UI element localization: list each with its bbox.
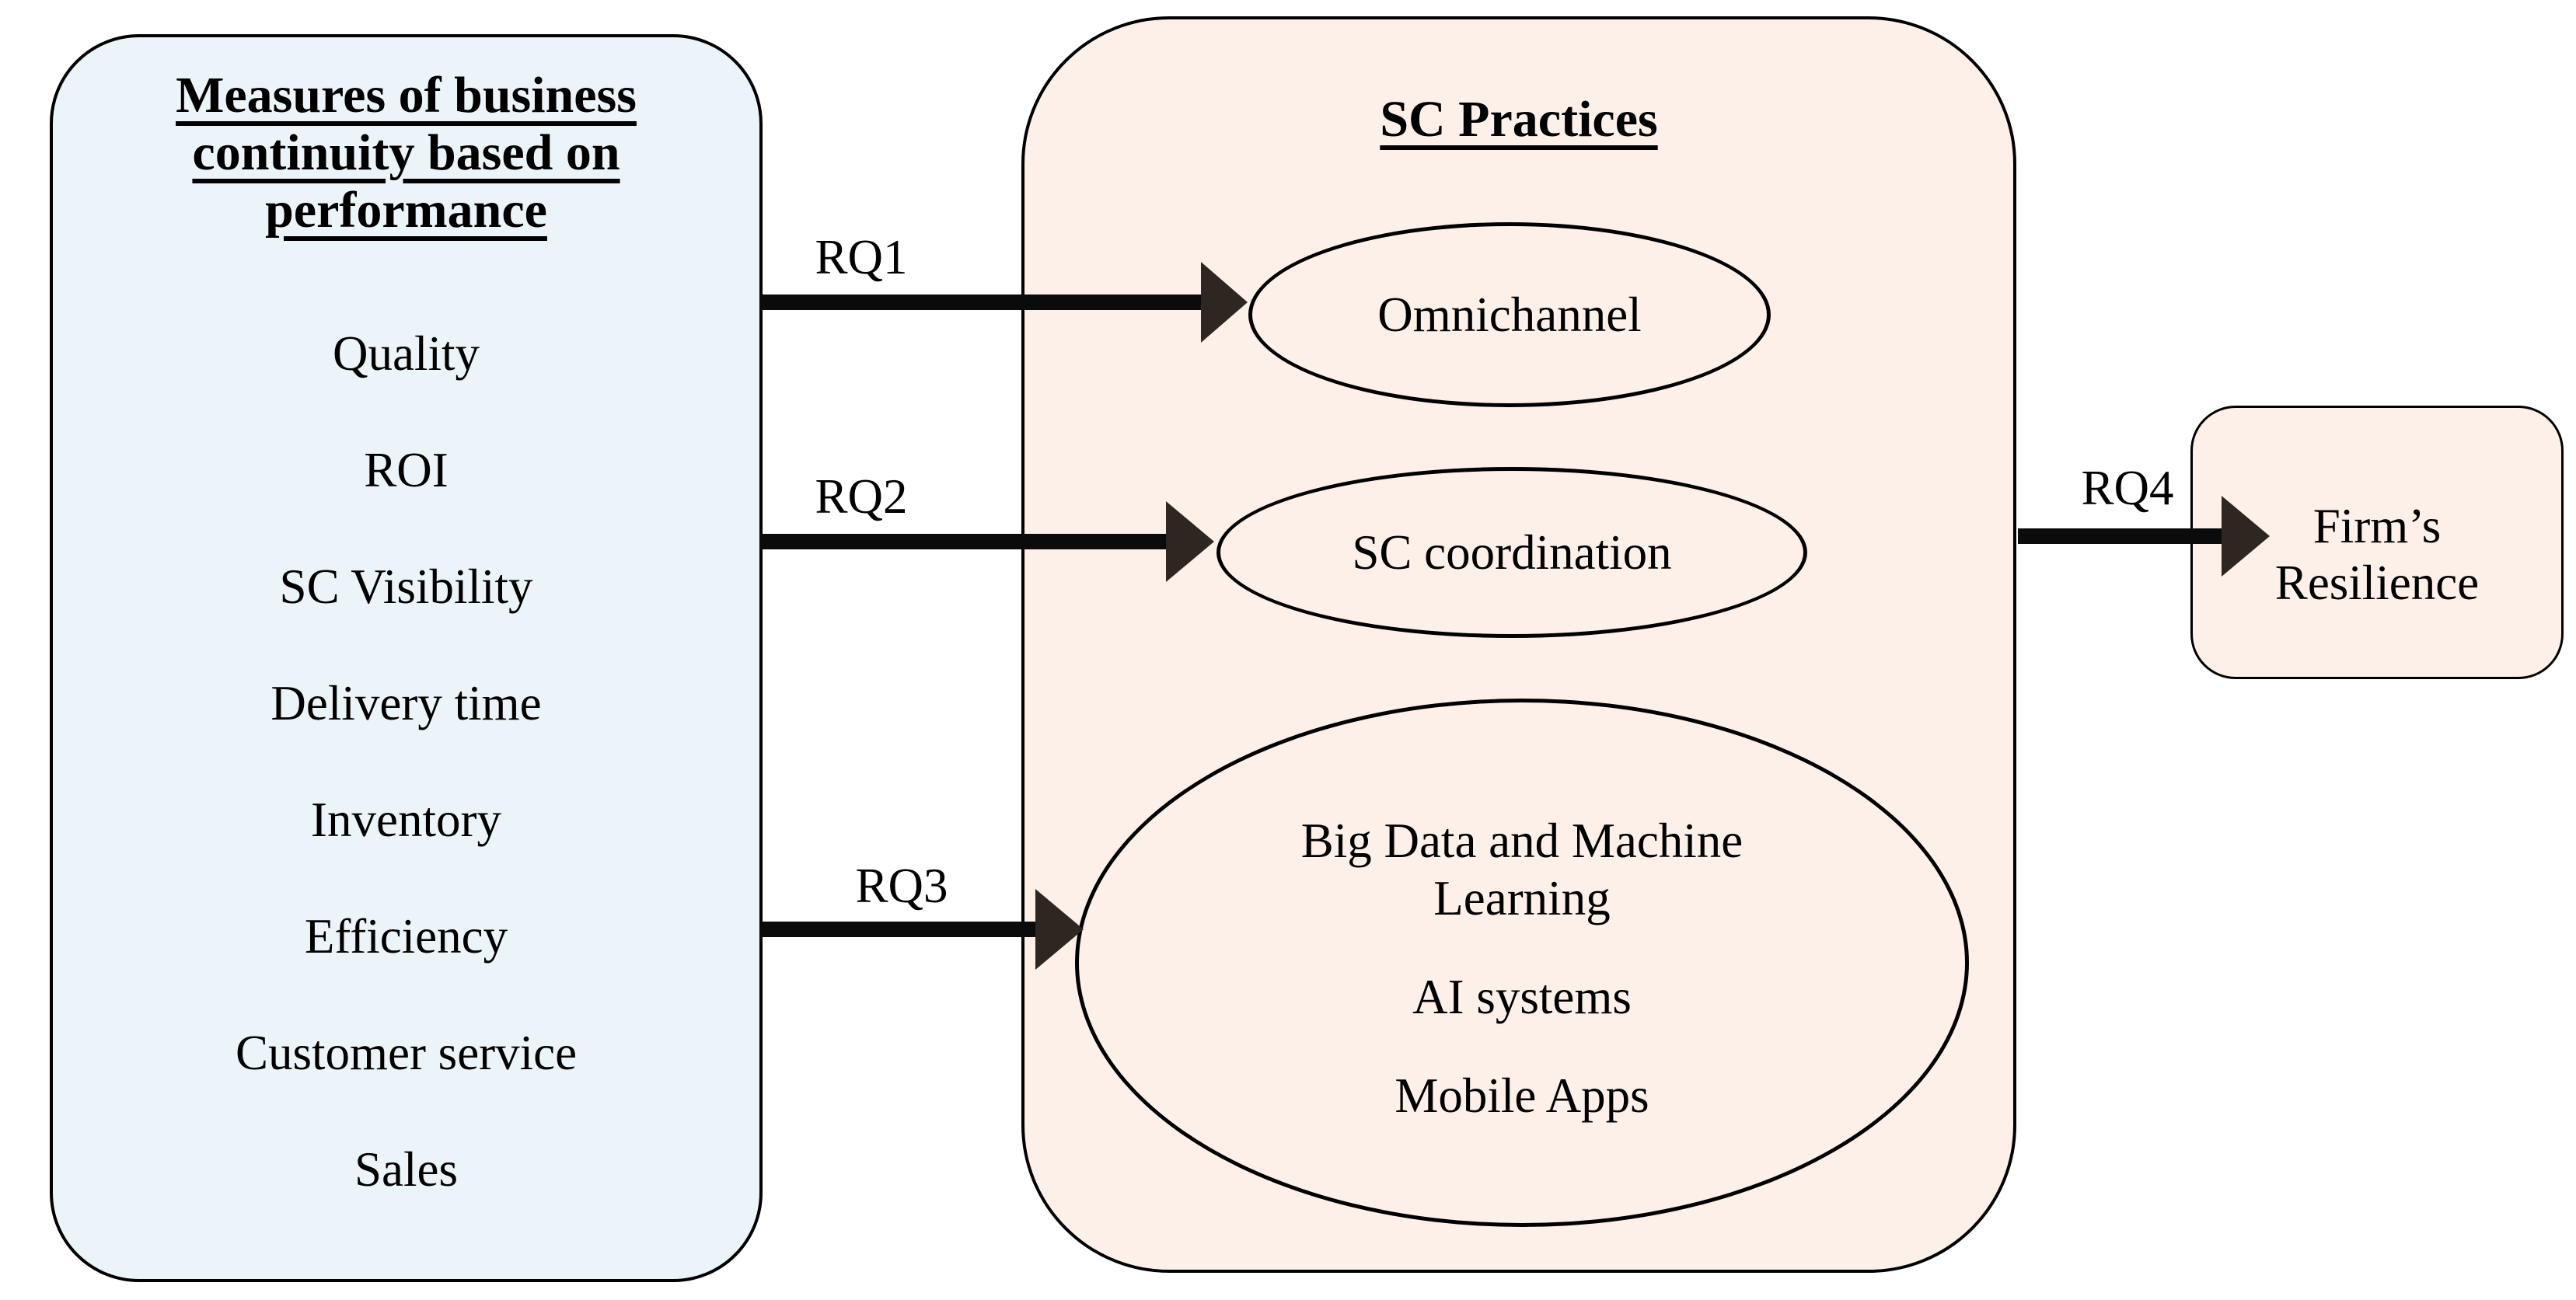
firms-resilience-box: Firm’s Resilience [2190,406,2564,679]
digital-tech-line: Big Data and Machine [1300,814,1744,868]
measure-item-quality: Quality [333,326,480,381]
measures-title-line: continuity based on [192,124,620,181]
rq2-label: RQ2 [815,469,908,524]
measure-item-delivery-time: Delivery time [271,676,542,730]
digital-tech-ellipse: Big Data and Machine Learning AI systems… [1075,699,1969,1227]
measure-item-sales: Sales [354,1142,458,1197]
sc-coordination-ellipse: SC coordination [1216,467,1807,638]
measures-title-line: performance [265,182,547,239]
firms-resilience-label: Firm’s Resilience [2274,499,2480,610]
sc-coordination-label: SC coordination [1352,525,1672,580]
sc-practices-box: SC Practices Omnichannel SC coordination… [1021,16,2016,1273]
measures-box-title: Measures of business continuity based on… [53,67,759,239]
measures-title-line: Measures of business [176,67,637,124]
measure-item-inventory: Inventory [311,793,501,847]
omnichannel-ellipse: Omnichannel [1248,222,1771,407]
measures-box: Measures of business continuity based on… [50,34,763,1282]
digital-tech-line: AI systems [1412,970,1632,1024]
measure-item-roi: ROI [364,443,449,497]
sc-practices-title: SC Practices [1380,91,1658,148]
measure-item-customer-service: Customer service [235,1026,578,1080]
omnichannel-label: Omnichannel [1377,288,1642,342]
rq4-label: RQ4 [2081,461,2174,515]
rq1-label: RQ1 [815,230,908,284]
rq3-label: RQ3 [855,859,948,913]
digital-tech-line: Learning [1433,871,1611,925]
digital-tech-line: Mobile Apps [1394,1068,1649,1123]
measure-item-sc-visibility: SC Visibility [279,559,533,614]
measure-item-efficiency: Efficiency [304,909,508,964]
